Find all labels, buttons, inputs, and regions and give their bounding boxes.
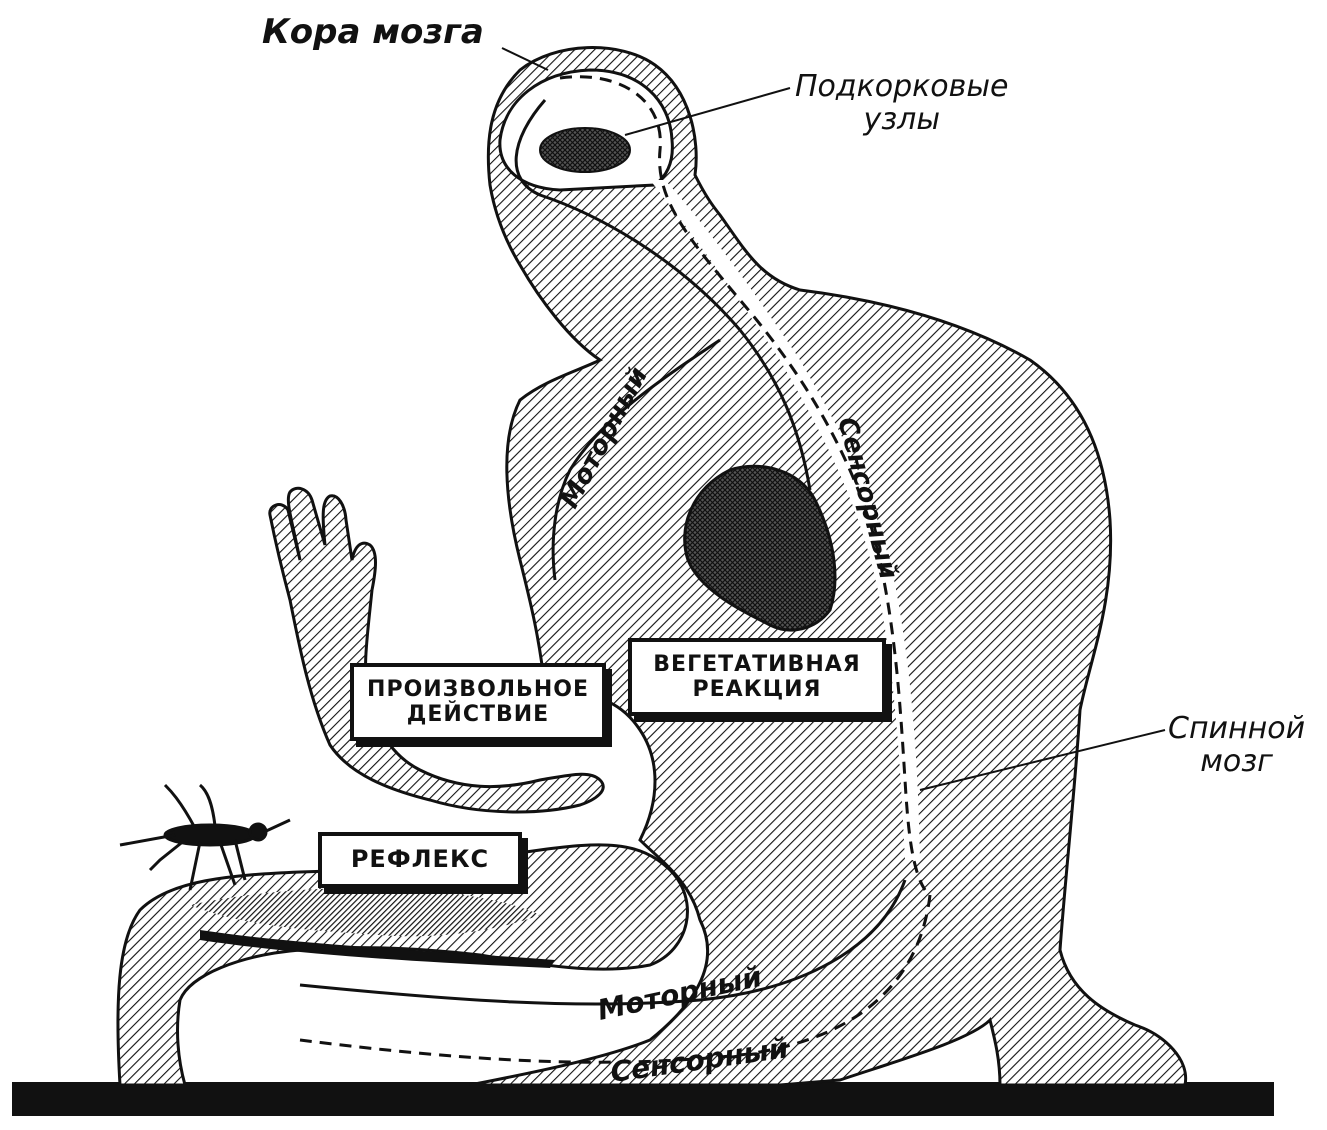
subcortical-label-line2: узлы [795,103,1008,136]
spinal-cord-label: Спинной мозг [1168,712,1305,778]
subcortical-label-line1: Подкорковые [795,70,1008,103]
vegetative-reaction-line2: РЕАКЦИЯ [693,677,822,702]
reflex-label: РЕФЛЕКС [351,846,489,874]
voluntary-action-box: ПРОИЗВОЛЬНОЕ ДЕЙСТВИЕ [350,663,606,741]
vegetative-reaction-box: ВЕГЕТАТИВНАЯ РЕАКЦИЯ [628,638,886,716]
subcortical-label: Подкорковые узлы [795,70,1008,136]
cortex-label: Кора мозга [262,14,484,51]
ground-bar [12,1082,1274,1116]
reflex-box: РЕФЛЕКС [318,832,522,888]
voluntary-action-line1: ПРОИЗВОЛЬНОЕ [367,677,589,702]
spinal-cord-label-line2: мозг [1168,745,1305,778]
subcortical-nodes [540,128,630,172]
vegetative-reaction-line1: ВЕГЕТАТИВНАЯ [653,652,860,677]
cortex-label-text: Кора мозга [262,14,484,51]
voluntary-action-line2: ДЕЙСТВИЕ [407,702,549,727]
spinal-cord-label-line1: Спинной [1168,712,1305,745]
